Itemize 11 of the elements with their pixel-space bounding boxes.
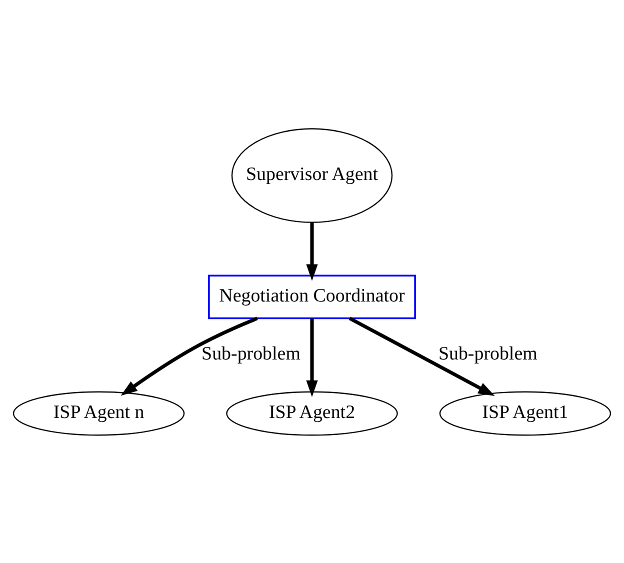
node-box: Negotiation Coordinator [208, 274, 416, 319]
edge-label: Sub-problem [202, 342, 300, 364]
node-ellipse: Supervisor Agent [231, 128, 393, 222]
arrow [306, 222, 318, 280]
arrow [348, 316, 495, 396]
edge-label: Sub-problem [438, 342, 538, 364]
node-ellipse: ISP Agent1 [439, 390, 612, 436]
node-ellipse: ISP Agent2 [226, 390, 398, 436]
arrow [306, 318, 318, 397]
node-ellipse: ISP Agent n [12, 390, 185, 436]
arrow [120, 316, 258, 396]
